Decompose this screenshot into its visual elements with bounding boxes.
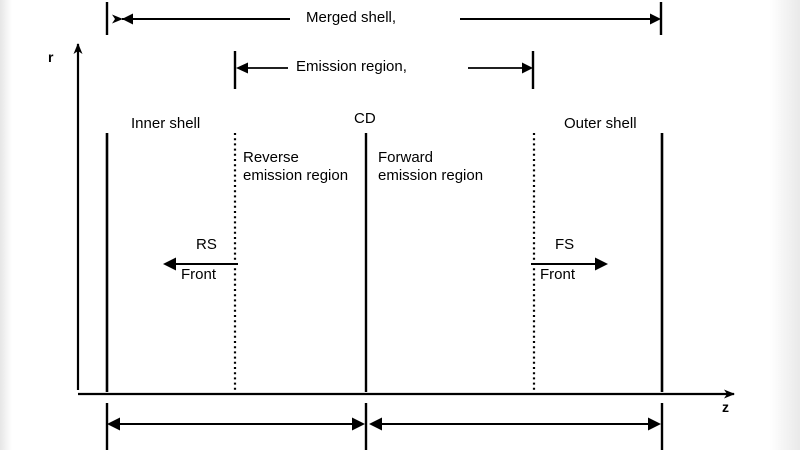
emission-region-label: Emission region, [296, 58, 407, 75]
axis-label-r: r [48, 49, 54, 65]
outer-shell-label: Outer shell [564, 115, 637, 132]
bottom-extent-measures [105, 403, 664, 450]
cd-label: CD [354, 110, 376, 127]
forward-shock-front-arrow [531, 257, 608, 271]
rs-front-name-label: RS [196, 236, 217, 253]
merged-shell-measure [105, 2, 663, 35]
rs-front-sub-label: Front [181, 266, 217, 283]
reverse-shock-front-arrow [163, 257, 238, 271]
emission-region-measure [233, 51, 535, 89]
inner-shell-label: Inner shell [131, 115, 201, 132]
vertical-boundary-lines [105, 133, 664, 392]
axis-label-z: z [722, 399, 729, 415]
fs-front-name-label: FS [555, 236, 575, 253]
reverse-emission-region-label: Reverse emission region [243, 149, 349, 184]
forward-emission-region-label: Forward emission region [378, 149, 484, 184]
merged-shell-label: Merged shell, [306, 9, 397, 26]
fs-front-sub-label: Front [540, 266, 576, 283]
